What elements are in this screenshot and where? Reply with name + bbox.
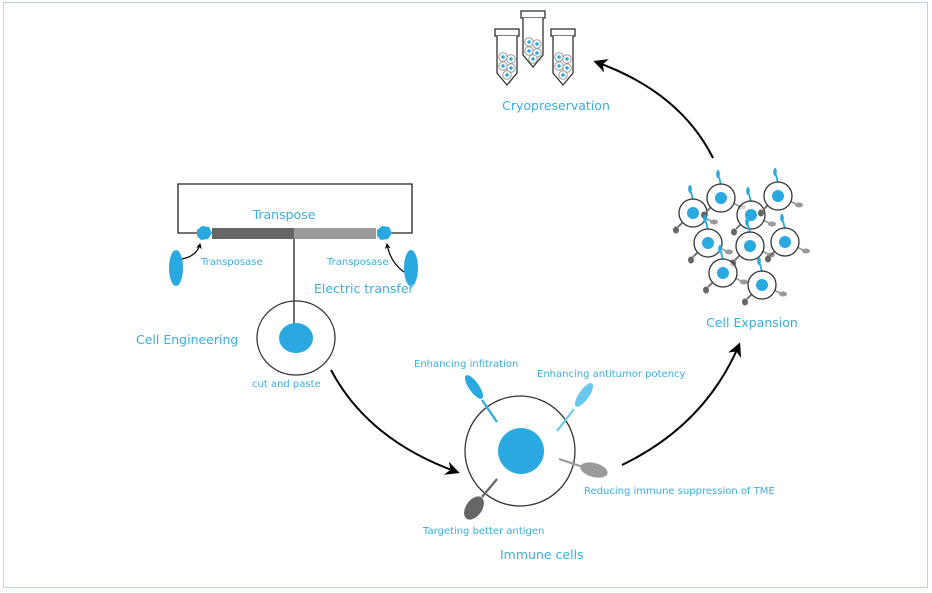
receptor-head-icon: [731, 228, 737, 236]
cell-nucleus: [744, 240, 756, 252]
flow-arrow-expansion-to-cryo: [593, 59, 714, 159]
transposase-enzyme-right-icon: [404, 250, 418, 286]
receptor-head-icon: [688, 185, 692, 193]
immune-cells-label: Immune cells: [500, 547, 584, 562]
cell-expansion-cluster: [673, 168, 810, 306]
expanded-cell: [703, 245, 748, 294]
engineered-cell-nucleus: [279, 323, 313, 353]
receptor-head-icon: [742, 298, 748, 306]
immune-cell-membrane: [464, 395, 576, 507]
cell-nucleus: [702, 237, 714, 249]
expanded-cell: [701, 170, 746, 219]
electric-transfer-label: Electric transfer: [314, 281, 415, 296]
receptor-head-icon: [703, 215, 707, 223]
engineered-cell-membrane: [256, 300, 336, 376]
receptor-head-icon: [746, 187, 750, 195]
tme-suppression-label: Reducing immune suppression of TME: [584, 486, 775, 497]
cell-nucleus: [745, 209, 757, 221]
transposase-enzyme-left-icon: [169, 250, 183, 286]
cell-nucleus: [717, 267, 729, 279]
receptor-tme-suppression-icon: [558, 457, 608, 478]
expanded-cell: [731, 187, 776, 236]
expanded-cell: [688, 215, 733, 264]
immune-cell-stage: Enhancing infitration Enhancing antitumo…: [414, 359, 775, 562]
antigen-label: Targeting better antigen: [422, 526, 544, 537]
receptor-head-icon: [802, 248, 810, 254]
receptor-antigen-icon: [464, 478, 498, 520]
transposase-right-label: Transposase: [326, 257, 389, 268]
receptor-head-icon: [710, 219, 718, 225]
cryopreservation-stage: Cryopreservation: [494, 10, 610, 113]
transpose-segment-light: [294, 228, 376, 239]
receptor-head-icon: [688, 256, 694, 264]
receptor-head-icon: [773, 168, 777, 176]
expanded-cell: [730, 218, 775, 267]
plasmid-backbone: [177, 183, 413, 234]
expanded-cell: [742, 257, 787, 306]
cell-engineering-stage: Cell Engineering cut and paste: [136, 300, 336, 390]
cell-nucleus: [687, 207, 699, 219]
cell-expansion-label: Cell Expansion: [706, 315, 798, 330]
expanded-cell: [758, 168, 803, 217]
receptor-head-icon: [745, 218, 749, 226]
receptor-head-icon: [757, 257, 761, 265]
receptor-head-icon: [795, 202, 803, 208]
transposase-binding-arrow-left: [181, 242, 202, 260]
receptor-head-icon: [718, 245, 722, 253]
cell-nucleus: [756, 279, 768, 291]
transpose-label: Transpose: [252, 207, 316, 222]
infiltration-label: Enhancing infitration: [414, 359, 518, 370]
transpose-segment-dark: [212, 228, 294, 239]
test-tubes-icon: [494, 10, 576, 86]
receptor-head-icon: [758, 209, 764, 217]
receptor-head-icon: [768, 221, 776, 227]
left-inverted-repeat-icon: [197, 226, 212, 240]
expanded-cell: [765, 214, 810, 263]
transposase-left-label: Transposase: [200, 257, 263, 268]
receptor-head-icon: [725, 249, 733, 255]
transpose-construct: Transpose Transposase Transposase Electr…: [169, 183, 418, 335]
receptor-head-icon: [765, 255, 771, 263]
diagram-frame: [3, 2, 928, 588]
cell-engineering-label: Cell Engineering: [136, 332, 238, 347]
receptor-head-icon: [780, 214, 784, 222]
right-inverted-repeat-icon: [377, 226, 392, 240]
receptor-head-icon: [703, 286, 709, 294]
cell-nucleus: [715, 192, 727, 204]
transposase-binding-arrow-right: [384, 242, 405, 273]
flow-arrow-engineering-to-immune: [330, 369, 460, 475]
receptor-head-icon: [740, 279, 748, 285]
receptor-head-icon: [779, 291, 787, 297]
receptor-head-icon: [716, 170, 720, 178]
receptor-infiltration-icon: [464, 375, 498, 423]
tube-icon: [550, 28, 576, 86]
receptor-antitumor-icon: [556, 383, 594, 432]
immune-cell-nucleus: [498, 428, 544, 474]
antitumor-label: Enhancing antitumor potency: [537, 369, 686, 380]
cut-and-paste-label: cut and paste: [252, 379, 321, 390]
tube-icon: [520, 10, 546, 68]
flow-arrow-immune-to-expansion: [621, 342, 742, 466]
tube-icon: [494, 28, 520, 86]
cell-nucleus: [772, 190, 784, 202]
cell-nucleus: [779, 236, 791, 248]
cryopreservation-label: Cryopreservation: [502, 98, 610, 113]
receptor-head-icon: [673, 226, 679, 234]
